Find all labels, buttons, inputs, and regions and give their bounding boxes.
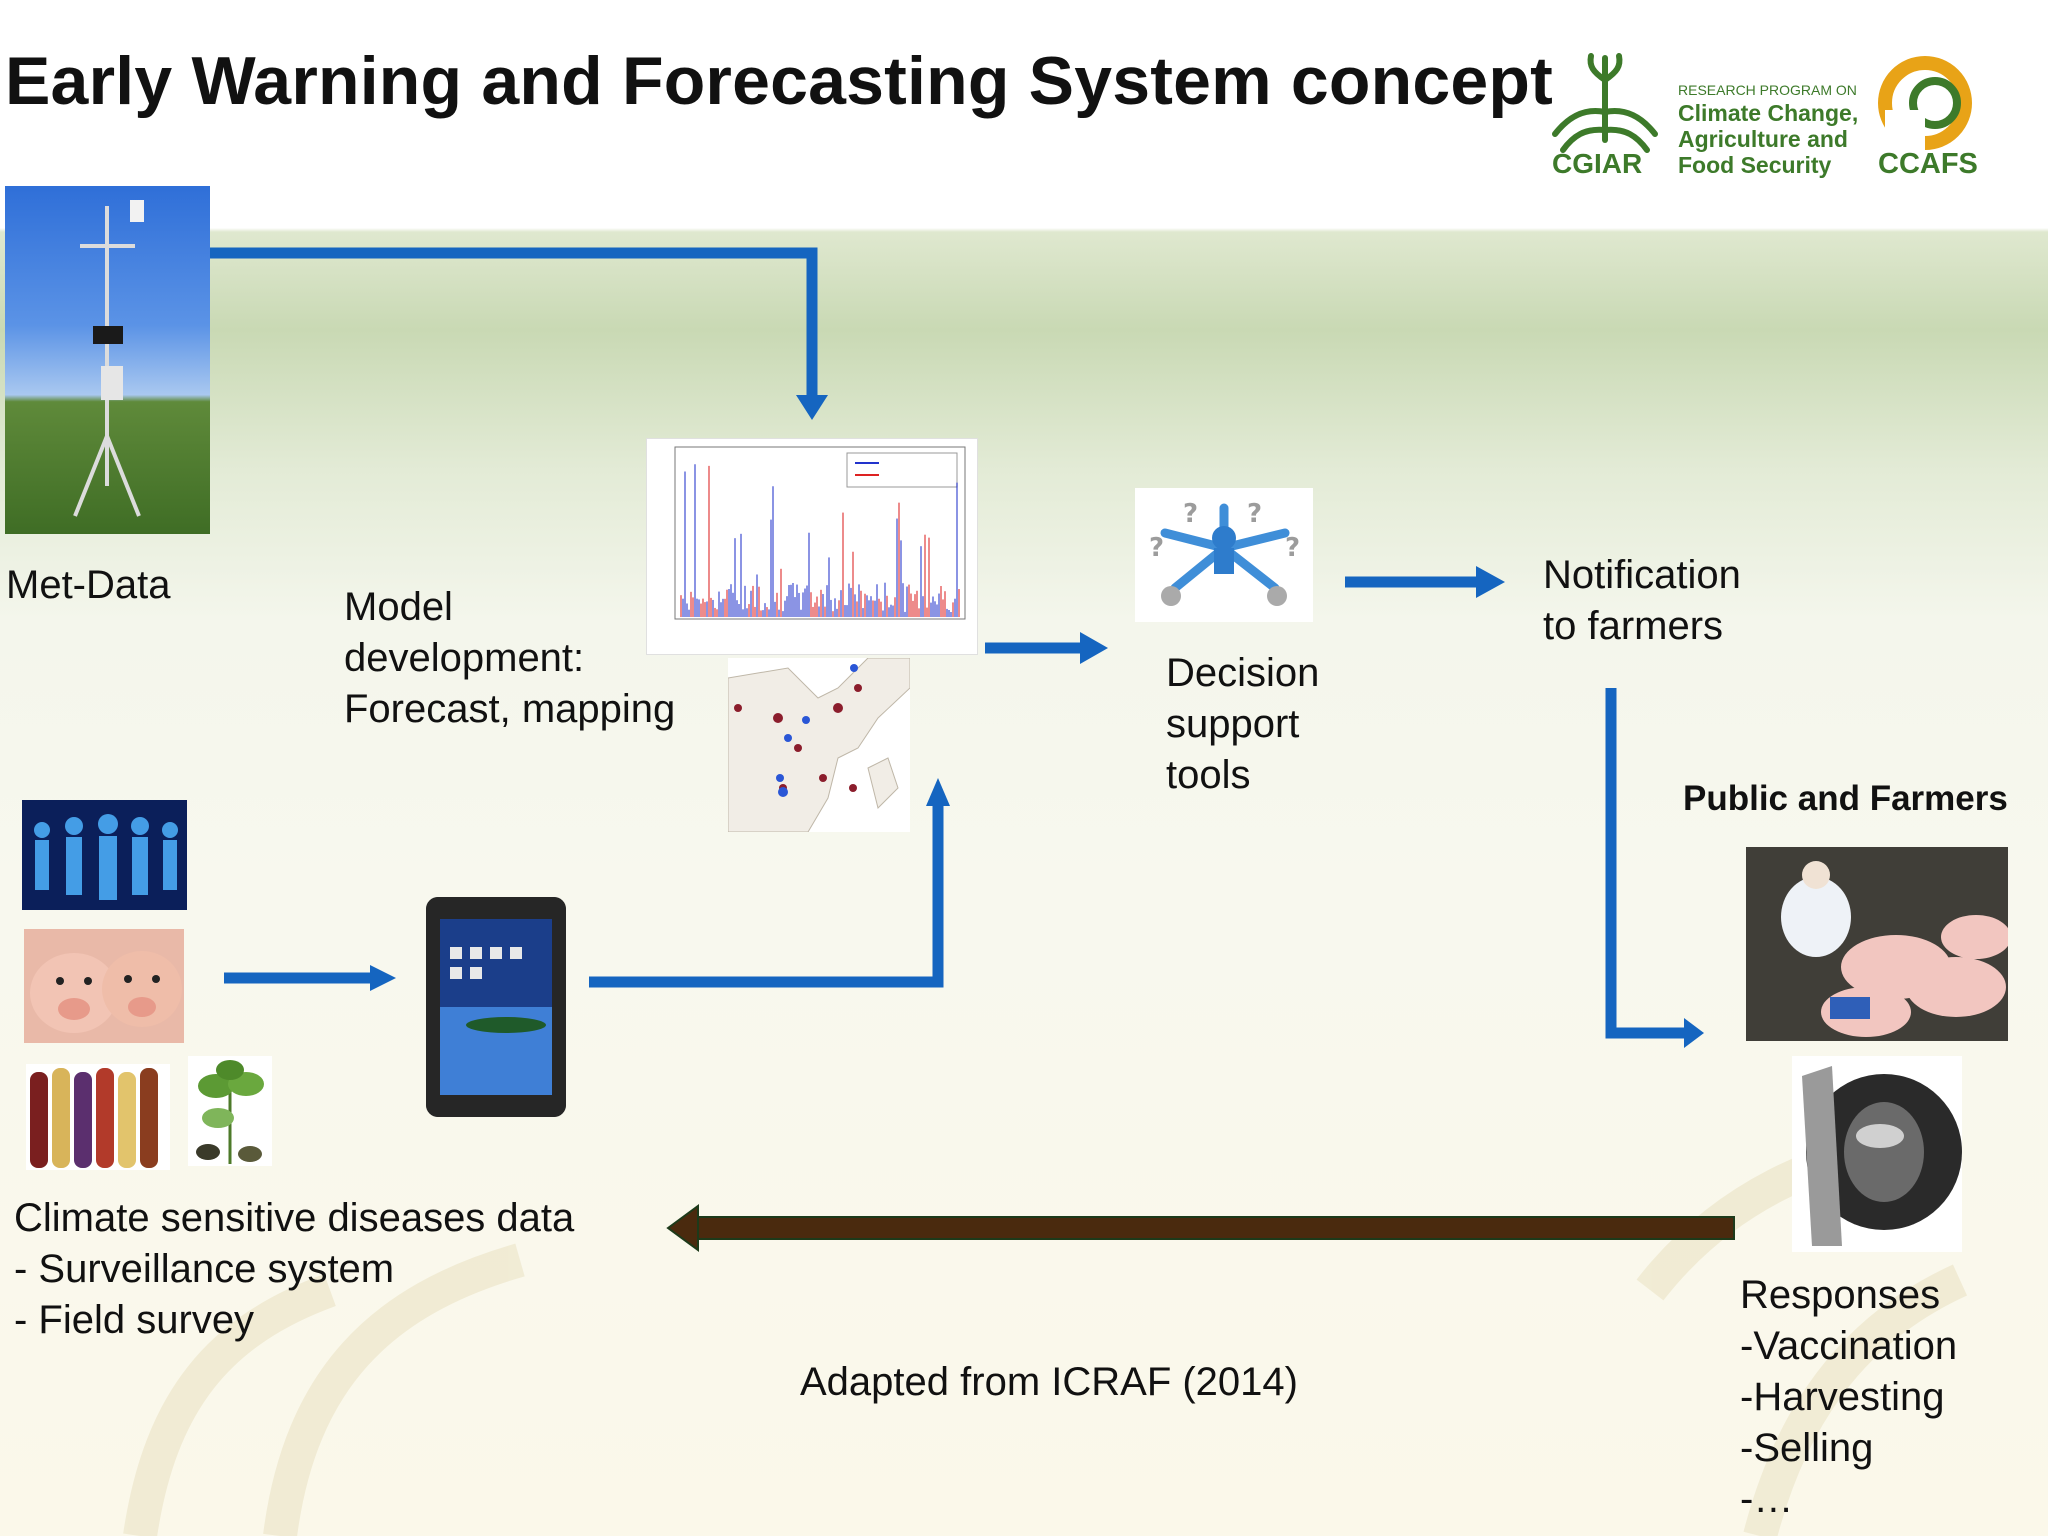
people-icon [34, 814, 178, 900]
tablet-device [426, 897, 566, 1117]
responses-label-line-2: -Vaccination [1740, 1324, 1958, 1368]
page-title: Early Warning and Forecasting System con… [5, 43, 1553, 119]
program-small-text: RESEARCH PROGRAM ON [1678, 82, 1857, 98]
notification-label-line-1: Notification [1543, 553, 1741, 597]
pig-vaccination-icon [1746, 847, 2008, 1041]
responses-label-line-1: Responses [1740, 1273, 1941, 1317]
svg-text:?: ? [1247, 499, 1262, 529]
portrait-icon [1802, 1066, 1962, 1246]
cgiar-logo [1545, 50, 1665, 180]
notification-label-line-2: to farmers [1543, 604, 1724, 648]
decision-label-line-3: tools [1166, 753, 1251, 797]
responses-label-line-4: -Selling [1740, 1426, 1874, 1470]
weather-station-icon [73, 200, 144, 517]
met-data-label: Met-Data [6, 563, 171, 607]
model-label-line-2: development: [344, 636, 585, 680]
climate-label-line-1: Climate sensitive diseases data [14, 1196, 575, 1240]
cgiar-label: CGIAR [1552, 148, 1643, 179]
vaccination-photo [1746, 847, 2008, 1041]
time-series-chart [646, 438, 978, 655]
program-line-1: Climate Change, [1678, 100, 1859, 126]
svg-text:?: ? [1183, 499, 1198, 529]
program-line-3: Food Security [1678, 152, 1832, 178]
climate-label-line-3: - Field survey [14, 1298, 255, 1342]
asia-map [728, 658, 910, 832]
people-network-image [22, 800, 187, 910]
map-icon [728, 658, 910, 832]
corn-image [26, 1064, 170, 1170]
program-line-2: Agriculture and [1678, 126, 1848, 152]
pig-icon [30, 951, 182, 1033]
tablet-icon [426, 897, 566, 1117]
responses-label-line-5: -… [1740, 1477, 1794, 1521]
svg-text:?: ? [1285, 533, 1300, 563]
corn-icon [30, 1068, 158, 1168]
responses-label-line-3: -Harvesting [1740, 1375, 1945, 1419]
decision-icon: ?? ?? [1149, 499, 1300, 606]
model-label-line-1: Model [344, 585, 453, 629]
model-label-line-3: Forecast, mapping [344, 687, 676, 731]
climate-label-line-2: - Surveillance system [14, 1247, 395, 1291]
pigs-image [24, 929, 184, 1043]
wheat-icon [1552, 53, 1658, 153]
svg-text:?: ? [1149, 533, 1164, 563]
public-farmers-label: Public and Farmers [1683, 779, 2008, 818]
plant-icon [196, 1060, 264, 1164]
farmer-portrait [1792, 1056, 1962, 1252]
weather-station-photo [5, 186, 210, 534]
decision-label-line-1: Decision [1166, 651, 1320, 695]
decision-label-line-2: support [1166, 702, 1300, 746]
time-series-plot [674, 446, 966, 620]
decision-network-icon: ?? ?? [1135, 488, 1313, 622]
credit-label: Adapted from ICRAF (2014) [800, 1360, 1298, 1404]
ccafs-label: CCAFS [1878, 148, 1978, 180]
plant-image [188, 1056, 272, 1166]
